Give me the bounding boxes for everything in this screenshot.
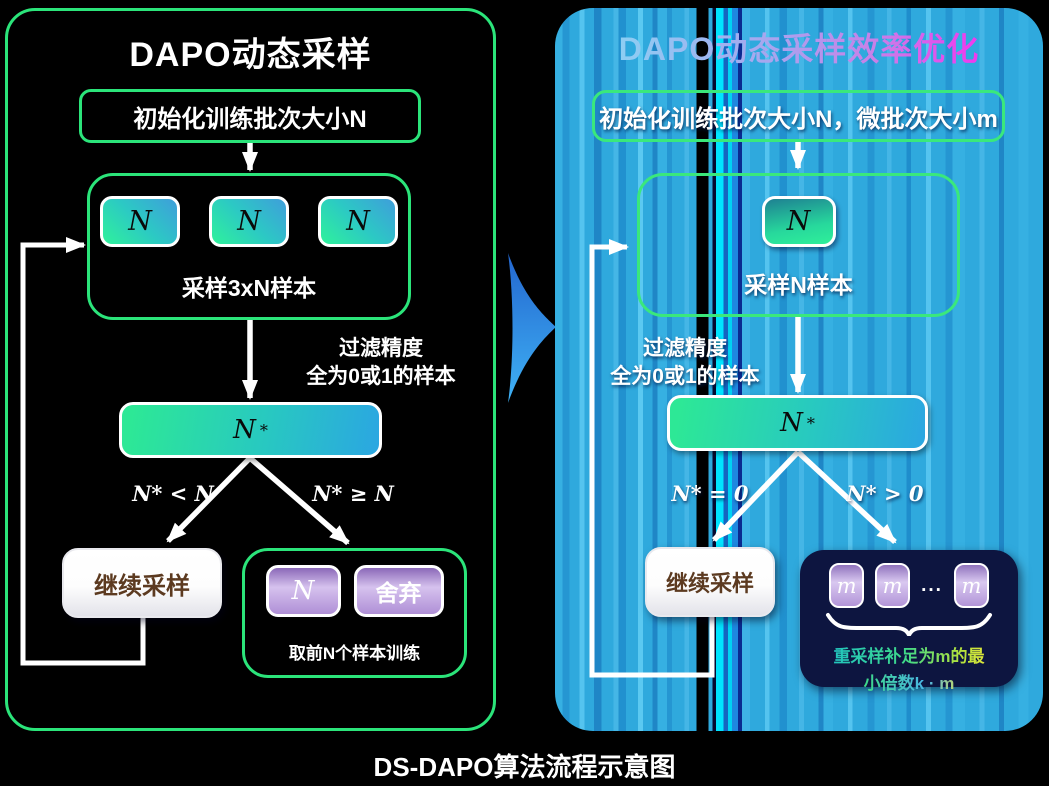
left-result-label: 取前N个样本训练	[288, 644, 421, 663]
left-nstar-box: N*	[119, 402, 382, 458]
right-init-batch-label: 初始化训练批次大小N，微批次大小m	[599, 105, 998, 133]
nstar-base: N	[233, 415, 256, 445]
left-continue-sampling-box: 继续采样	[62, 548, 222, 618]
right-panel-title: DAPO动态采样效率优化	[555, 24, 1043, 70]
left-init-batch-box: 初始化训练批次大小N	[79, 89, 421, 143]
resample-note-line1: 重采样补足为m的最	[800, 642, 1018, 667]
left-panel-title: DAPO动态采样	[129, 36, 372, 74]
micro-batch-units-row: m m ... m	[800, 550, 1018, 608]
right-continue-sampling-box: 继续采样	[645, 547, 775, 617]
ellipsis-label: ...	[921, 574, 943, 596]
panel-transition-arrow-icon	[508, 253, 556, 403]
left-sampling-container: N N N 采样3xN样本	[87, 173, 411, 320]
right-branch-condition-gt0: N* > 0	[846, 481, 924, 506]
filter-line1: 过滤精度	[339, 337, 423, 360]
micro-batch-unit-m: m	[953, 563, 989, 608]
micro-batch-unit-m: m	[829, 563, 865, 608]
continue-label: 继续采样	[94, 572, 190, 600]
left-result-units-row: N 舍弃	[245, 565, 464, 617]
right-sampling-container: N 采样N样本	[637, 173, 960, 317]
right-nstar-box: N*	[667, 395, 928, 451]
filter-line1: 过滤精度	[643, 337, 727, 360]
left-sample-label: 采样3xN样本	[181, 275, 317, 301]
discard-unit: 舍弃	[353, 565, 444, 617]
sample-unit-n: N	[318, 196, 398, 247]
sample-unit-n: N	[100, 196, 180, 247]
right-resample-container: m m ... m 重采样补足为m的最 小倍数k · m	[800, 550, 1018, 693]
nstar-base: N	[780, 408, 803, 438]
filter-line2: 全为0或1的样本	[306, 365, 456, 388]
continue-label: 继续采样	[665, 571, 754, 596]
resample-note-line2: 小倍数k · m	[800, 669, 1018, 694]
right-sample-label: 采样N样本	[744, 272, 853, 298]
left-sample-units-row: N N N	[90, 196, 408, 247]
sample-unit-n: N	[209, 196, 289, 247]
nstar-asterisk: *	[806, 413, 815, 433]
panel-dapo-dynamic-sampling: DAPO动态采样 初始化训练批次大小N N N N 采样3xN样本 过滤精度 全…	[5, 8, 496, 731]
nstar-asterisk: *	[259, 420, 268, 440]
left-filter-annotation: 过滤精度 全为0或1的样本	[296, 335, 466, 391]
left-init-batch-label: 初始化训练批次大小N	[133, 105, 367, 133]
left-branch-condition-lt: N* < N	[132, 481, 214, 506]
filter-line2: 全为0或1的样本	[610, 365, 760, 388]
right-init-batch-box: 初始化训练批次大小N，微批次大小m	[592, 90, 1005, 142]
left-train-result-container: N 舍弃 取前N个样本训练	[242, 548, 467, 678]
diagram-caption: DS-DAPO算法流程示意图	[373, 752, 676, 782]
micro-batch-unit-m: m	[875, 563, 911, 608]
right-branch-condition-eq0: N* = 0	[671, 481, 749, 506]
sample-unit-n: N	[761, 196, 836, 247]
keep-n-unit: N	[265, 565, 341, 617]
panel-dapo-efficiency-optimized: DAPO动态采样效率优化 初始化训练批次大小N，微批次大小m N 采样N样本 过…	[555, 8, 1043, 731]
curly-brace-icon	[800, 612, 1018, 641]
right-filter-annotation: 过滤精度 全为0或1的样本	[600, 335, 770, 391]
left-branch-condition-ge: N* ≥ N	[312, 481, 394, 506]
